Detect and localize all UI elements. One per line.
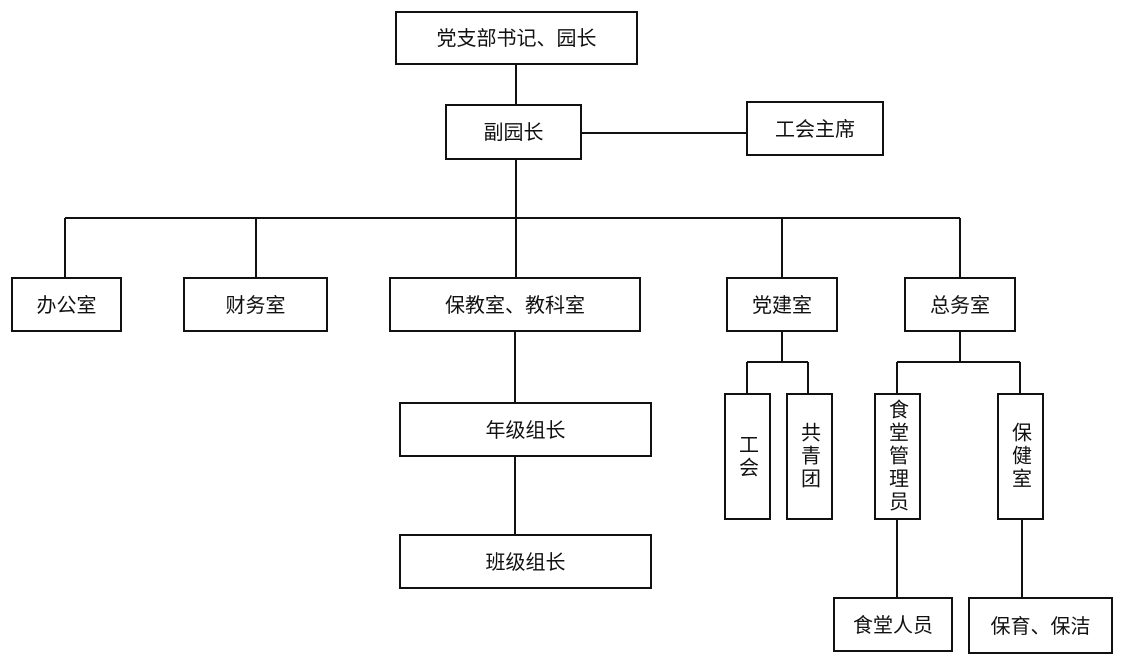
canteen-staff-label: 食堂人员 xyxy=(853,612,933,637)
youth-league-box: 共青团 xyxy=(786,393,833,520)
health-room-label: 保健室 xyxy=(1008,422,1033,491)
care-cleaning-label: 保育、保洁 xyxy=(990,613,1091,638)
office-box: 办公室 xyxy=(11,277,122,332)
secretary-director-box: 党支部书记、园长 xyxy=(395,11,638,65)
vice-director-box: 副园长 xyxy=(445,104,582,160)
class-leader-label: 班级组长 xyxy=(485,549,566,574)
education-label: 保教室、教科室 xyxy=(445,292,585,317)
union-chair-box: 工会主席 xyxy=(746,101,884,156)
vice-director-label: 副园长 xyxy=(483,120,544,144)
general-affairs-box: 总务室 xyxy=(904,277,1016,332)
canteen-manager-label: 食堂管理员 xyxy=(885,399,910,514)
finance-label: 财务室 xyxy=(225,292,286,317)
class-leader-box: 班级组长 xyxy=(399,534,652,589)
general-affairs-label: 总务室 xyxy=(930,292,990,317)
canteen-manager-box: 食堂管理员 xyxy=(874,393,921,520)
union-box: 工会 xyxy=(724,393,771,520)
union-label: 工会 xyxy=(735,433,760,480)
care-cleaning-box: 保育、保洁 xyxy=(968,597,1113,654)
secretary-director-label: 党支部书记、园长 xyxy=(436,26,597,50)
canteen-staff-box: 食堂人员 xyxy=(833,597,953,652)
party-building-label: 党建室 xyxy=(752,292,812,317)
party-building-box: 党建室 xyxy=(726,277,838,332)
youth-league-label: 共青团 xyxy=(797,422,822,491)
office-label: 办公室 xyxy=(36,292,97,317)
grade-leader-box: 年级组长 xyxy=(399,402,652,457)
education-box: 保教室、教科室 xyxy=(389,277,641,332)
finance-box: 财务室 xyxy=(183,277,328,332)
grade-leader-label: 年级组长 xyxy=(485,417,566,442)
health-room-box: 保健室 xyxy=(997,393,1044,520)
union-chair-label: 工会主席 xyxy=(775,116,855,141)
